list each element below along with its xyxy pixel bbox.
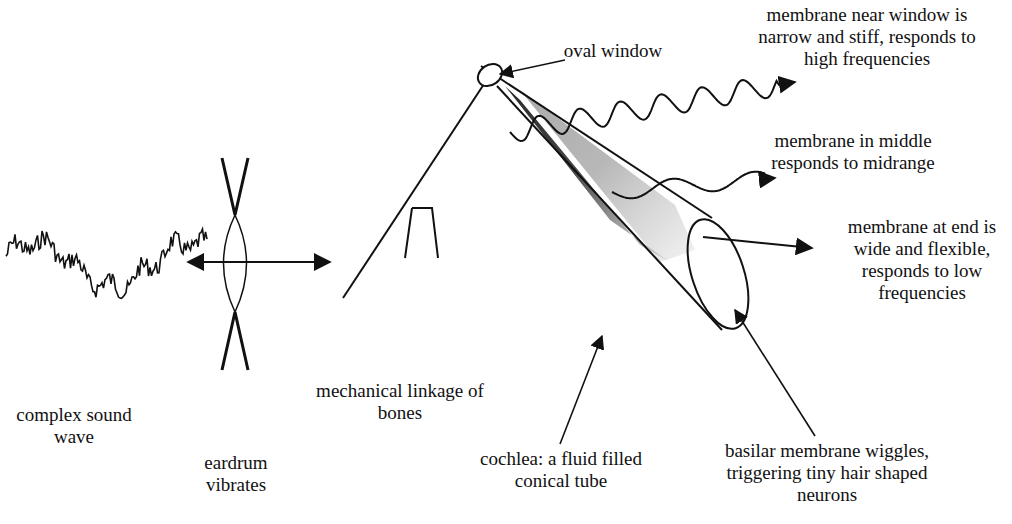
mid-frequency-arrow [612,172,775,199]
part-label: mechanical linkage of bones [300,380,500,424]
part-label: cochlea: a fluid filled conical tube [466,448,656,492]
high-frequency-arrow [510,80,795,141]
part-label: basilar membrane wiggles, triggering tin… [712,440,942,506]
part-label: eardrum vibrates [184,452,288,496]
frequency-note: membrane at end is wide and flexible, re… [838,216,1006,304]
vibration-arrow [188,261,330,263]
frequency-note: membrane in middle responds to midrange [748,130,958,174]
frequency-note: membrane near window is narrow and stiff… [742,4,992,70]
eardrum [222,158,248,370]
leader-line [500,60,815,444]
sound-wave [6,229,207,298]
bone-linkage [343,78,488,298]
part-label: complex sound wave [4,404,144,448]
low-frequency-arrow [703,237,812,248]
part-label: oval window [548,40,678,62]
